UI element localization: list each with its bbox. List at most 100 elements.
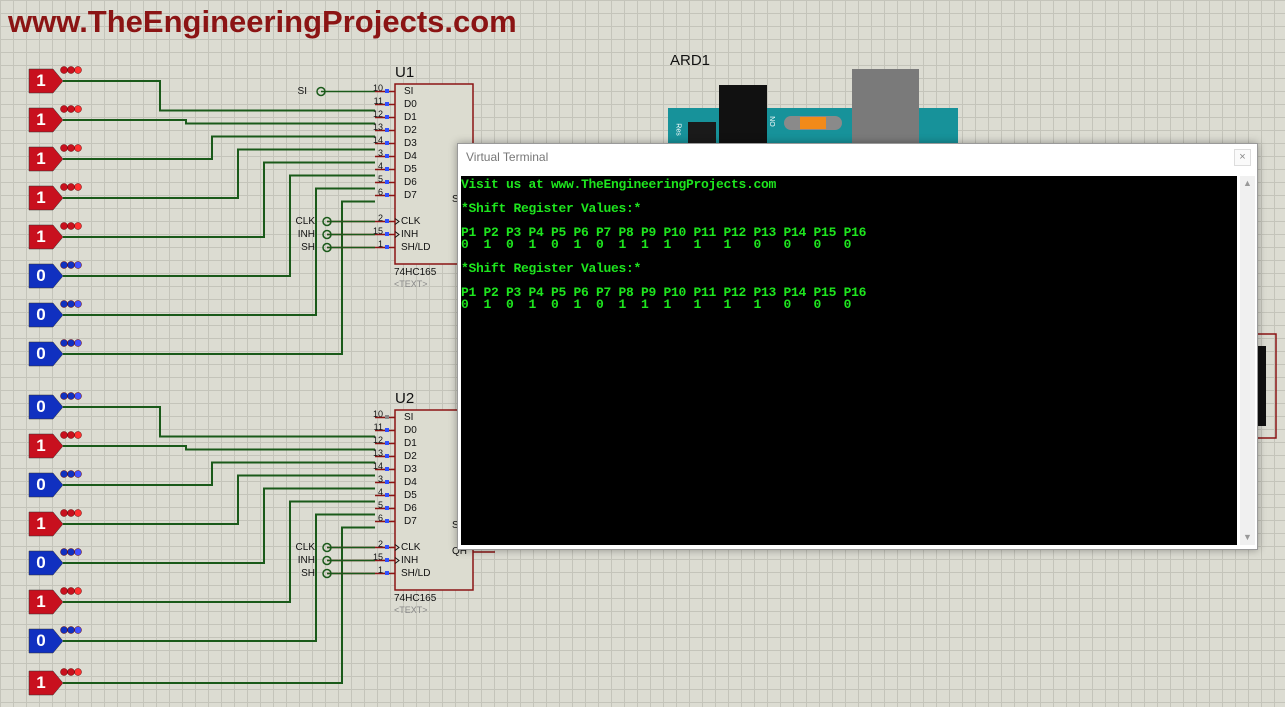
scroll-down-icon[interactable]: ▼ bbox=[1243, 532, 1252, 542]
wire bbox=[63, 513, 375, 642]
logic-state-value: 1 bbox=[36, 673, 46, 692]
logic-state-6 bbox=[28, 263, 64, 289]
wire bbox=[63, 461, 375, 486]
terminal-screen[interactable]: Visit us at www.TheEngineeringProjects.c… bbox=[461, 176, 1237, 545]
wire bbox=[63, 474, 375, 525]
control-terminal bbox=[322, 229, 332, 240]
logic-probe-dot bbox=[60, 431, 68, 439]
logic-probe-dot bbox=[60, 144, 68, 152]
pin-number: 12 bbox=[372, 109, 383, 119]
pin-number: 15 bbox=[372, 225, 383, 236]
pin-state-indicator bbox=[385, 219, 389, 223]
wire bbox=[63, 445, 375, 451]
close-button[interactable]: × bbox=[1234, 149, 1251, 166]
pin-number: 14 bbox=[372, 461, 383, 471]
logic-probe-dot bbox=[67, 339, 75, 347]
chip-text-placeholder: <TEXT> bbox=[394, 279, 428, 289]
virtual-terminal-window[interactable]: Virtual Terminal × Visit us at www.TheEn… bbox=[457, 143, 1258, 550]
logic-probe-dot bbox=[67, 431, 75, 439]
chip-right-pin-partial: S bbox=[452, 194, 459, 205]
logic-probe-dot bbox=[67, 509, 75, 517]
logic-probe-indicator bbox=[74, 144, 82, 152]
chip-text-placeholder: <TEXT> bbox=[394, 605, 428, 615]
terminal-line: 0 1 0 1 0 1 0 1 1 1 1 1 0 0 0 0 bbox=[461, 237, 852, 252]
watermark: www.TheEngineeringProjects.com bbox=[8, 4, 517, 39]
arduino-on-text: ON bbox=[769, 116, 777, 127]
control-terminal bbox=[322, 542, 332, 553]
logic-probe-indicator bbox=[74, 183, 82, 191]
logic-probe-indicator bbox=[74, 587, 82, 595]
chip-type: 74HC165 bbox=[394, 593, 437, 604]
pin-state-indicator bbox=[385, 89, 389, 93]
logic-state-4 bbox=[28, 185, 64, 211]
logic-state-value: 1 bbox=[36, 227, 46, 246]
control-terminal bbox=[322, 568, 332, 579]
logic-probe-indicator bbox=[74, 339, 82, 347]
terminal-line: P1 P2 P3 P4 P5 P6 P7 P8 P9 P10 P11 P12 P… bbox=[461, 225, 867, 240]
logic-probe-dot bbox=[60, 222, 68, 230]
logic-probe-dot bbox=[67, 668, 75, 676]
logic-state-value: 1 bbox=[36, 71, 46, 90]
vertical-scrollbar[interactable]: ▲ ▼ bbox=[1240, 176, 1255, 545]
wire bbox=[63, 406, 375, 438]
logic-probe-dot bbox=[67, 261, 75, 269]
arduino-on-led bbox=[800, 117, 826, 129]
control-terminal bbox=[322, 555, 332, 566]
pin-state-indicator bbox=[385, 128, 389, 132]
logic-state-2 bbox=[28, 107, 64, 133]
pin-label: D7 bbox=[404, 516, 417, 527]
pin-label: D4 bbox=[404, 477, 417, 488]
clock-marker bbox=[394, 557, 400, 564]
wire bbox=[63, 200, 375, 355]
pin-state-indicator bbox=[385, 180, 389, 184]
wire bbox=[63, 487, 375, 564]
pin-label: D1 bbox=[404, 438, 417, 449]
logic-probe-dot bbox=[60, 509, 68, 517]
scroll-up-icon[interactable]: ▲ bbox=[1243, 178, 1252, 188]
logic-probe-dot bbox=[67, 470, 75, 478]
pin-number: 15 bbox=[372, 551, 383, 562]
pin-label: D5 bbox=[404, 490, 417, 501]
pin-label: D7 bbox=[404, 190, 417, 201]
pin-state-indicator bbox=[385, 441, 389, 445]
pin-state-indicator bbox=[385, 232, 389, 236]
wire bbox=[63, 526, 375, 684]
logic-probe-dot bbox=[67, 300, 75, 308]
logic-state-value: 1 bbox=[36, 436, 46, 455]
pin-number: 13 bbox=[372, 448, 383, 458]
chip-name: U1 bbox=[395, 64, 415, 81]
pin-state-indicator bbox=[385, 193, 389, 197]
pin-state-indicator bbox=[385, 493, 389, 497]
pin-number: 2 bbox=[377, 538, 383, 549]
pin-label: D6 bbox=[404, 177, 417, 188]
pin-state-indicator bbox=[385, 571, 389, 575]
chip-right-pin-partial: S bbox=[452, 520, 459, 531]
control-terminal-label: INH bbox=[297, 228, 315, 240]
logic-probe-indicator bbox=[74, 300, 82, 308]
logic-state-value: 0 bbox=[36, 305, 46, 324]
window-title: Virtual Terminal bbox=[466, 150, 549, 164]
pin-label: D6 bbox=[404, 503, 417, 514]
pin-label: D3 bbox=[404, 138, 417, 149]
wire bbox=[63, 187, 375, 316]
pin-state-indicator bbox=[385, 519, 389, 523]
logic-probe-dot bbox=[60, 339, 68, 347]
pin-label: D2 bbox=[404, 451, 417, 462]
logic-probe-dot bbox=[67, 587, 75, 595]
pin-label: SI bbox=[404, 412, 414, 423]
logic-state-value: 0 bbox=[36, 397, 46, 416]
partial-component-body bbox=[1256, 346, 1266, 426]
control-terminal-label: SH bbox=[301, 567, 315, 579]
pin-number: 11 bbox=[373, 422, 383, 432]
logic-probe-dot bbox=[60, 626, 68, 634]
logic-state-value: 1 bbox=[36, 110, 46, 129]
control-terminal-label: CLK bbox=[295, 541, 315, 553]
pin-label: CLK bbox=[401, 541, 421, 553]
logic-probe-indicator bbox=[74, 470, 82, 478]
logic-probe-dot bbox=[60, 300, 68, 308]
pin-label: D4 bbox=[404, 151, 417, 162]
control-terminal bbox=[322, 216, 332, 227]
clock-marker bbox=[394, 231, 400, 238]
logic-state-value: 1 bbox=[36, 188, 46, 207]
logic-probe-indicator bbox=[74, 548, 82, 556]
